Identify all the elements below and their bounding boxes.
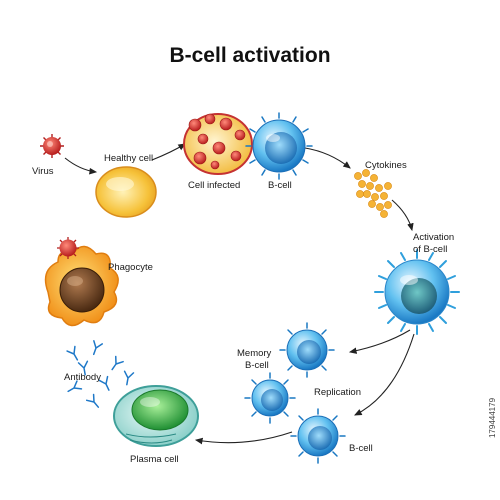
cytokines-icon <box>354 169 392 218</box>
healthy-cell-icon <box>95 166 157 218</box>
arrow-virus-to-healthy <box>64 157 98 175</box>
b-cell-top-icon <box>245 112 313 180</box>
antibody-label: Antibody <box>64 372 101 383</box>
memory-b-cell-icon <box>279 322 335 378</box>
cytokines-label: Cytokines <box>365 160 407 171</box>
phagocyte-icon <box>44 237 119 327</box>
arrow-activation-to-memory <box>348 329 411 354</box>
replication-cell-icon <box>244 372 296 424</box>
b-cell-bottom-label: B-cell <box>349 443 373 454</box>
arrow-bcell-to-plasma <box>194 431 293 445</box>
flow-arrows <box>64 143 415 445</box>
phagocyte-label: Phagocyte <box>108 262 153 273</box>
activation-label-line2: of B-cell <box>413 244 447 255</box>
plasma-cell-icon <box>113 385 199 447</box>
arrow-activation-to-bcell <box>354 333 415 416</box>
virus-label: Virus <box>32 166 54 177</box>
b-cell-bottom-icon <box>290 408 346 464</box>
virus-icon <box>40 134 64 158</box>
arrow-healthy-to-infected <box>151 143 186 161</box>
healthy-cell-label: Healthy cell <box>104 153 153 164</box>
infected-cell-icon <box>183 113 253 175</box>
infected-cell-label: Cell infected <box>188 180 240 191</box>
plasma-cell-label: Plasma cell <box>130 454 179 465</box>
memory-label-line1: Memory <box>237 348 272 359</box>
replication-label: Replication <box>314 387 361 398</box>
diagram-title: B-cell activation <box>169 44 330 67</box>
activated-b-cell-icon <box>374 249 460 335</box>
b-cell-top-label: B-cell <box>268 180 292 191</box>
activation-label-line1: Activation <box>413 232 454 243</box>
arrow-cytokines-to-activation <box>391 199 414 232</box>
stock-id: 179444179 <box>488 397 497 438</box>
arrow-bcell-to-cytokines <box>304 147 351 169</box>
memory-label-line2: B-cell <box>245 360 269 371</box>
